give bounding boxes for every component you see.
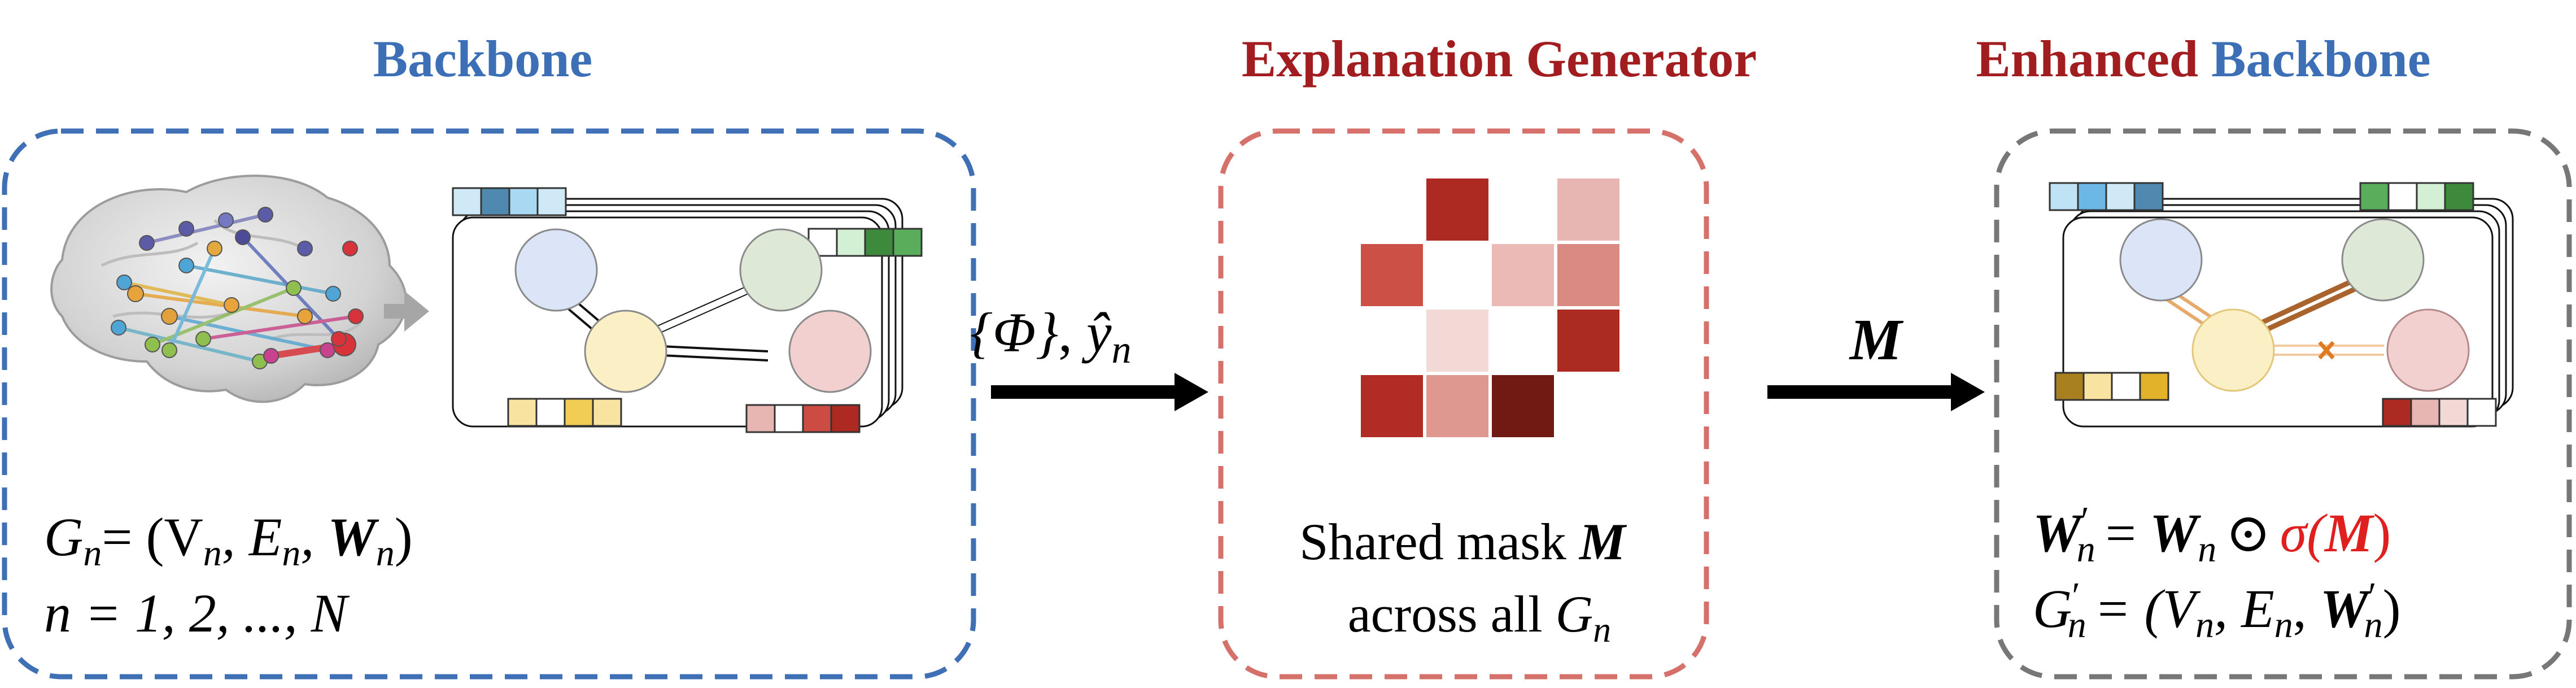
arrow-generator-to-enhanced <box>1767 373 1985 411</box>
brain-to-graph-arrow <box>384 291 429 332</box>
generator-caption-line1: Shared mask M <box>1299 513 1627 571</box>
generator-box <box>1218 128 1709 680</box>
brain-connectome-icon <box>50 175 407 403</box>
mask-cell <box>1557 178 1619 241</box>
generator-title: Explanation Generator <box>1242 30 1757 88</box>
arrow1-phi: {Φ} <box>970 301 1058 364</box>
enhanced-title-part2: Backbone <box>2211 30 2431 88</box>
mask-cell <box>1557 310 1619 372</box>
arrow1-label: {Φ}, ŷn <box>970 301 1132 372</box>
removed-edge-x-icon <box>2318 341 2335 360</box>
enhanced-equation-1: W′n= Wn⊙σ(M) <box>2033 499 2391 570</box>
enhanced-box <box>1994 128 2572 680</box>
graph-node-green <box>739 228 823 312</box>
backbone-equation-1: Gn= (Vn, En, Wn) <box>44 507 413 574</box>
mask-cell <box>1426 178 1488 241</box>
backbone-graph <box>452 187 923 433</box>
enhanced-title-part1: Enhanced <box>1976 30 2198 88</box>
graph-node-yellow <box>584 310 667 393</box>
backbone-title: Backbone <box>373 30 593 88</box>
enhanced-backbone-title: Enhanced Backbone <box>1976 30 2430 88</box>
mask-cell <box>1361 375 1423 437</box>
mask-cell <box>1557 244 1619 306</box>
generator-caption-line2: across all Gn <box>1348 585 1611 650</box>
backbone-box <box>2 128 976 680</box>
mask-cell <box>1361 244 1423 306</box>
mask-cell <box>1492 375 1554 437</box>
graph-node-blue <box>514 228 598 312</box>
enhanced-equation-2: G′n= (Vn, En, W′n) <box>2033 575 2401 646</box>
arrow-backbone-to-generator <box>991 373 1208 411</box>
graph-node-red <box>788 310 872 393</box>
mask-matrix-icon <box>1361 178 1619 437</box>
arrow2-label: M <box>1849 307 1904 372</box>
mask-cell <box>1426 310 1488 372</box>
arrow1-yhat: ŷ <box>1081 301 1112 364</box>
enhanced-graph <box>2049 182 2497 427</box>
enhanced-node-green <box>2341 218 2425 302</box>
mask-cell <box>1492 244 1554 306</box>
mask-cell <box>1426 375 1488 437</box>
backbone-equation-2: n = 1, 2, ..., N <box>44 583 350 643</box>
enhanced-node-blue <box>2119 218 2203 302</box>
enhanced-node-yellow <box>2191 308 2275 392</box>
enhanced-node-red <box>2386 308 2470 392</box>
